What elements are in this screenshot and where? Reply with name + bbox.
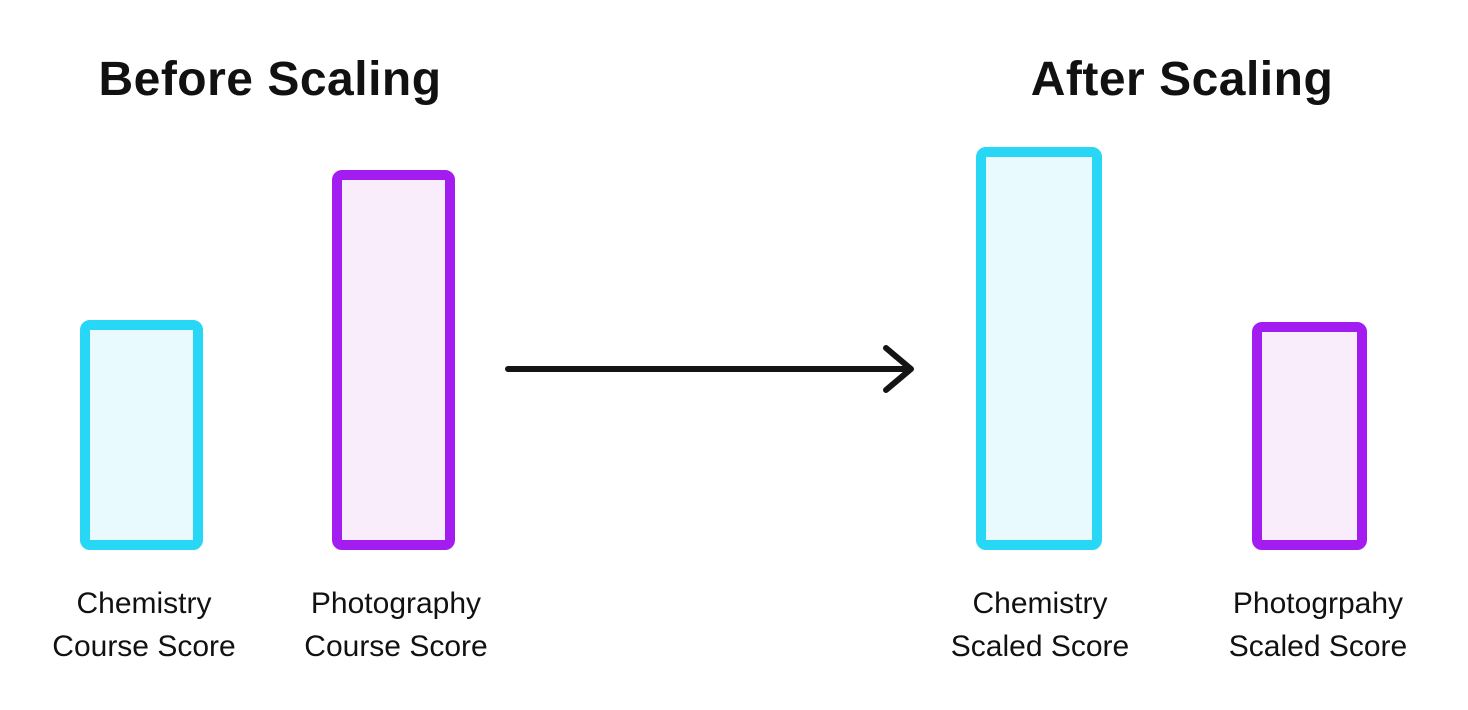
- label-photography-course-score: Photography Course Score: [304, 587, 488, 663]
- bar-photography-scaled-score: [1252, 322, 1367, 550]
- label-chemistry-scaled-score: Chemistry Scaled Score: [950, 587, 1130, 663]
- bar-chemistry-scaled-score: [976, 147, 1102, 550]
- after-scaling-title: After Scaling: [1030, 53, 1334, 106]
- before-scaling-title: Before Scaling: [98, 53, 442, 106]
- bar-chemistry-course-score: [80, 320, 203, 550]
- bar-photography-course-score: [332, 170, 455, 550]
- right-arrow-icon: [505, 341, 935, 397]
- label-chemistry-course-score: Chemistry Course Score: [52, 587, 236, 663]
- label-photography-scaled-score: Photogrpahy Scaled Score: [1228, 587, 1408, 663]
